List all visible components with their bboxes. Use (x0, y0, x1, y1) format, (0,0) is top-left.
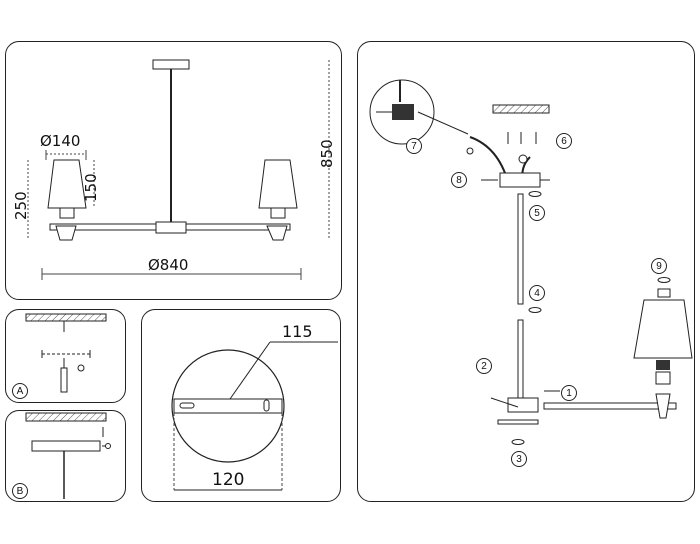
assembly-shade (633, 299, 693, 359)
step-a-label: A (12, 383, 28, 399)
dim-span: Ø840 (148, 256, 189, 274)
assembly-panel: 1 2 3 4 5 6 7 8 9 (357, 41, 695, 502)
canopy-body (499, 172, 541, 188)
right-holder (270, 207, 286, 219)
overview-drawing (27, 59, 330, 280)
step-4-badge: 4 (529, 285, 545, 301)
step-b-drawing (25, 412, 111, 499)
dim-diameter: 120 (212, 470, 245, 490)
step-2-badge: 2 (476, 358, 492, 374)
step-b-panel: B (5, 410, 126, 502)
screwdriver-icon (60, 367, 68, 393)
assembly-arm (543, 402, 677, 410)
dim-slot: 115 (282, 322, 313, 341)
step-a-drawing (25, 313, 107, 393)
mounting-bar (173, 398, 283, 414)
hub (507, 397, 539, 413)
canopy-plate (31, 440, 101, 452)
step-5-badge: 5 (529, 205, 545, 221)
step-1-badge: 1 (561, 385, 577, 401)
right-shade (258, 159, 298, 209)
dim-shade-width: Ø140 (40, 132, 81, 150)
right-cup (266, 225, 288, 241)
step-9-badge: 9 (651, 258, 667, 274)
step-3-badge: 3 (511, 451, 527, 467)
canopy-detail-panel: 115 120 (141, 309, 341, 502)
left-cup (55, 225, 77, 241)
dim-shade-height: 150 (82, 173, 100, 202)
left-shade (47, 159, 87, 209)
step-a-panel: A (5, 309, 126, 403)
step-7-badge: 7 (406, 138, 422, 154)
assembly-drawing (369, 79, 693, 445)
left-holder (59, 207, 75, 219)
step-8-badge: 8 (451, 172, 467, 188)
rod-lower (517, 319, 524, 399)
canopy (152, 59, 190, 70)
step-b-label: B (12, 483, 28, 499)
step-6-badge: 6 (556, 133, 572, 149)
canopy-detail-drawing (171, 341, 338, 491)
overview-panel: Ø140 150 250 850 Ø840 (5, 41, 342, 300)
arm-hub (155, 221, 187, 234)
dim-total-height: 850 (318, 139, 336, 168)
dim-arm-height: 250 (12, 191, 30, 220)
rod-upper (517, 193, 524, 305)
